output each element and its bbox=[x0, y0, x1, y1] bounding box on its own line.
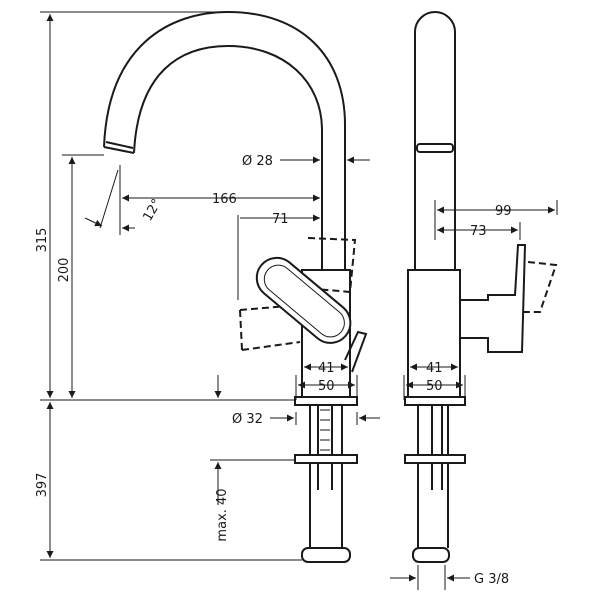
label-200: 200 bbox=[57, 258, 72, 283]
label-12deg: 12° bbox=[140, 197, 165, 224]
side-view: 99 73 41 50 G 3/8 bbox=[390, 11, 558, 590]
handle bbox=[255, 256, 352, 344]
label-41-side: 41 bbox=[426, 361, 443, 376]
fixing-nut bbox=[294, 454, 358, 464]
base-plate bbox=[294, 396, 358, 406]
spout-outer bbox=[103, 10, 346, 270]
label-41-front: 41 bbox=[318, 361, 335, 376]
label-166: 166 bbox=[212, 192, 237, 207]
fixing-nut-side bbox=[404, 454, 466, 464]
handle-side-alt bbox=[520, 261, 558, 313]
lift-rod bbox=[344, 330, 368, 373]
label-71: 71 bbox=[272, 212, 289, 227]
base-plate-side bbox=[404, 396, 466, 406]
handle-alt-up bbox=[304, 237, 357, 294]
label-spout-diameter: Ø 28 bbox=[242, 154, 273, 169]
aerator bbox=[103, 141, 135, 154]
label-315: 315 bbox=[35, 228, 50, 253]
label-397: 397 bbox=[35, 473, 50, 498]
label-base-diameter: Ø 32 bbox=[232, 412, 263, 427]
label-99: 99 bbox=[495, 204, 512, 219]
thread bbox=[320, 409, 330, 451]
bottom-fitting-side bbox=[412, 547, 450, 563]
spout-side bbox=[414, 11, 456, 270]
front-view: 315 200 397 max. 40 Ø 28 166 12° 71 41 5… bbox=[35, 10, 380, 563]
label-73: 73 bbox=[470, 224, 487, 239]
handle-side bbox=[459, 244, 527, 353]
label-50-front: 50 bbox=[318, 379, 335, 394]
label-g38: G 3/8 bbox=[474, 572, 509, 587]
bottom-fitting bbox=[301, 547, 351, 563]
aerator-side bbox=[416, 143, 454, 153]
spout-inner bbox=[133, 44, 323, 270]
shank bbox=[309, 405, 343, 548]
label-50-side: 50 bbox=[426, 379, 443, 394]
label-max-40: max. 40 bbox=[215, 488, 230, 541]
